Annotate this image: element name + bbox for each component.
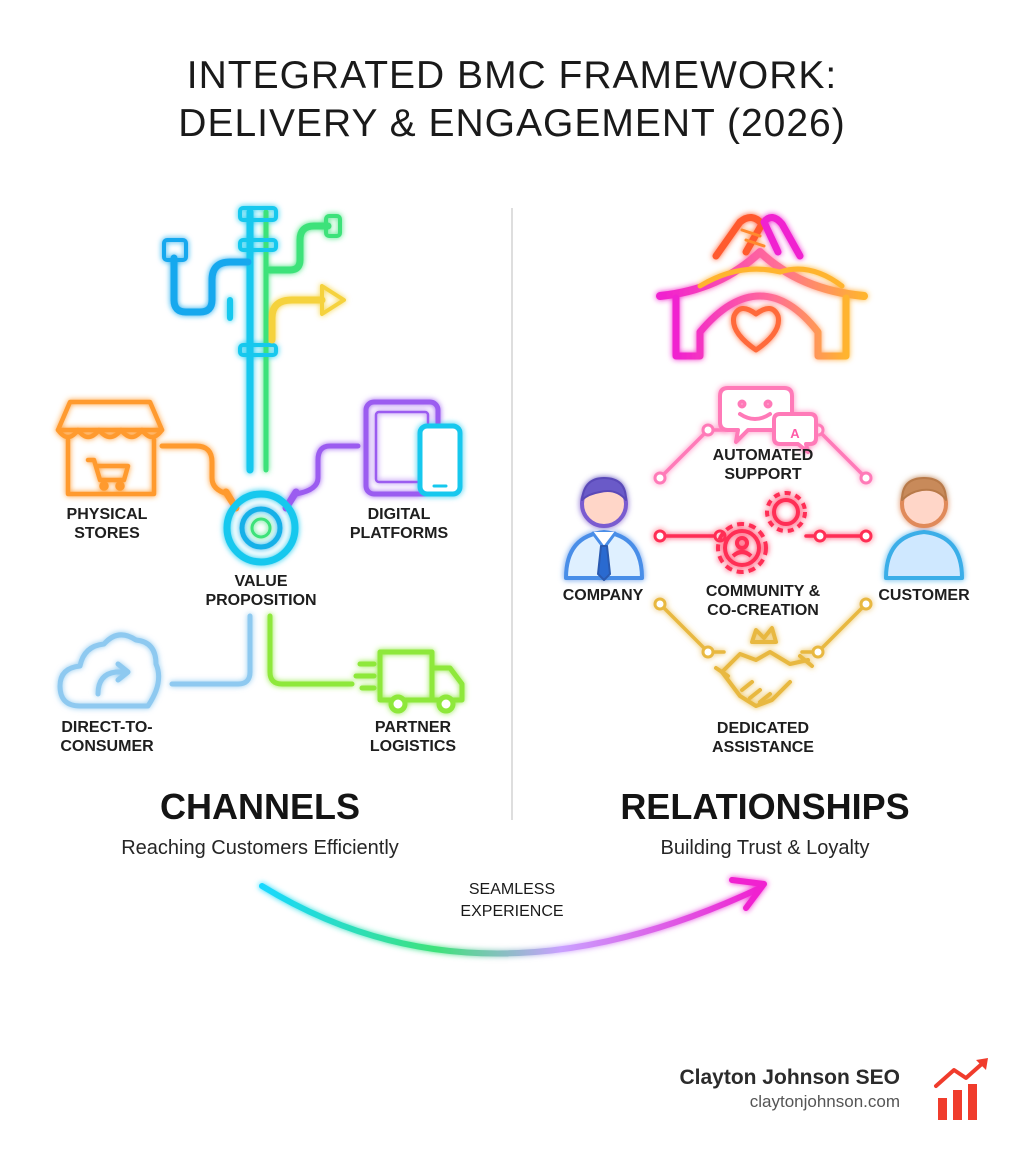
company-label: COMPANY [562, 587, 644, 604]
title-line-1: INTEGRATED BMC FRAMEWORK: [186, 54, 838, 97]
chat-bubbles-icon [718, 386, 818, 454]
title-line-2: DELIVERY & ENGAGEMENT (2026) [178, 102, 846, 145]
chat-badge-label: A [790, 426, 800, 441]
channels-heading: CHANNELS [159, 786, 360, 827]
digital-platforms-label: DIGITAL PLATFORMS [349, 506, 449, 542]
cloud-icon [57, 632, 162, 709]
relationships-subtitle: Building Trust & Loyalty [660, 837, 870, 859]
automated-support-label: AUTOMATED SUPPORT [712, 447, 814, 483]
customer-label: CUSTOMER [878, 587, 970, 604]
physical-stores-label: PHYSICAL STORES [66, 506, 148, 542]
page-title: INTEGRATED BMC FRAMEWORK: DELIVERY & ENG… [0, 52, 1024, 148]
value-proposition-hub-icon [222, 488, 300, 566]
partner-logistics-label: PARTNER LOGISTICS [369, 719, 457, 755]
channels-subtitle: Reaching Customers Efficiently [121, 837, 399, 859]
handshake-crown-icon [714, 626, 814, 708]
pipe-system [162, 206, 346, 474]
customer-person-icon [884, 477, 964, 580]
community-co-creation-label: COMMUNITY & CO-CREATION [705, 583, 821, 619]
company-person-icon [564, 477, 644, 581]
brand-name: Clayton Johnson SEO [679, 1066, 900, 1089]
seamless-experience-label: SEAMLESS EXPERIENCE [460, 881, 564, 920]
dedicated-assistance-label: DEDICATED ASSISTANCE [712, 720, 814, 756]
value-proposition-label: VALUE PROPOSITION [205, 573, 317, 609]
devices-icon [363, 399, 463, 497]
brand-url: claytonjohnson.com [749, 1092, 900, 1111]
seamless-flow-arrow [259, 877, 767, 957]
direct-to-consumer-label: DIRECT-TO- CONSUMER [60, 719, 154, 755]
relationships-heading: RELATIONSHIPS [620, 786, 910, 827]
brand-logo-icon [934, 1058, 988, 1120]
channel-connectors [159, 443, 361, 687]
truck-icon [353, 649, 465, 714]
gears-icon [716, 491, 807, 574]
store-icon [55, 399, 165, 497]
house-handshake-icon [656, 214, 868, 360]
